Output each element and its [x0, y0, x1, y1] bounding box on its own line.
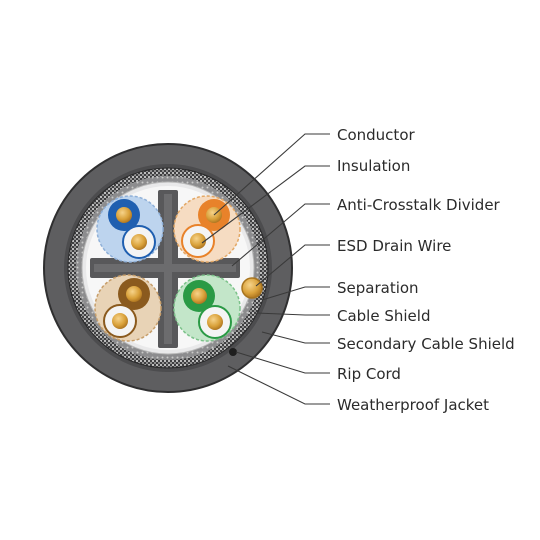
- label-esd-drain-wire: ESD Drain Wire: [337, 237, 451, 255]
- label-rip-cord: Rip Cord: [337, 365, 401, 383]
- pair-brown: [94, 274, 162, 342]
- conductor-white-brown: [112, 313, 128, 329]
- esd-drain-wire: [241, 277, 263, 299]
- label-cable-shield: Cable Shield: [337, 307, 430, 325]
- label-anti-crosstalk-divider: Anti-Crosstalk Divider: [337, 196, 501, 214]
- pair-orange: [173, 195, 241, 263]
- label-secondary-cable-shield: Secondary Cable Shield: [337, 335, 515, 353]
- pair-blue: [96, 195, 164, 263]
- conductor-brown: [126, 286, 142, 302]
- label-conductor: Conductor: [337, 126, 415, 144]
- leader-lines: [201, 133, 330, 405]
- label-weatherproof-jacket: Weatherproof Jacket: [337, 396, 489, 414]
- label-separation: Separation: [337, 279, 419, 297]
- label-insulation: Insulation: [337, 157, 410, 175]
- conductor-white-blue: [131, 234, 147, 250]
- conductor-white-green: [207, 314, 223, 330]
- conductor-blue: [116, 207, 132, 223]
- rip-cord: [229, 348, 237, 356]
- pair-green: [173, 274, 241, 342]
- conductor-white-orange: [190, 233, 206, 249]
- conductor-green: [191, 288, 207, 304]
